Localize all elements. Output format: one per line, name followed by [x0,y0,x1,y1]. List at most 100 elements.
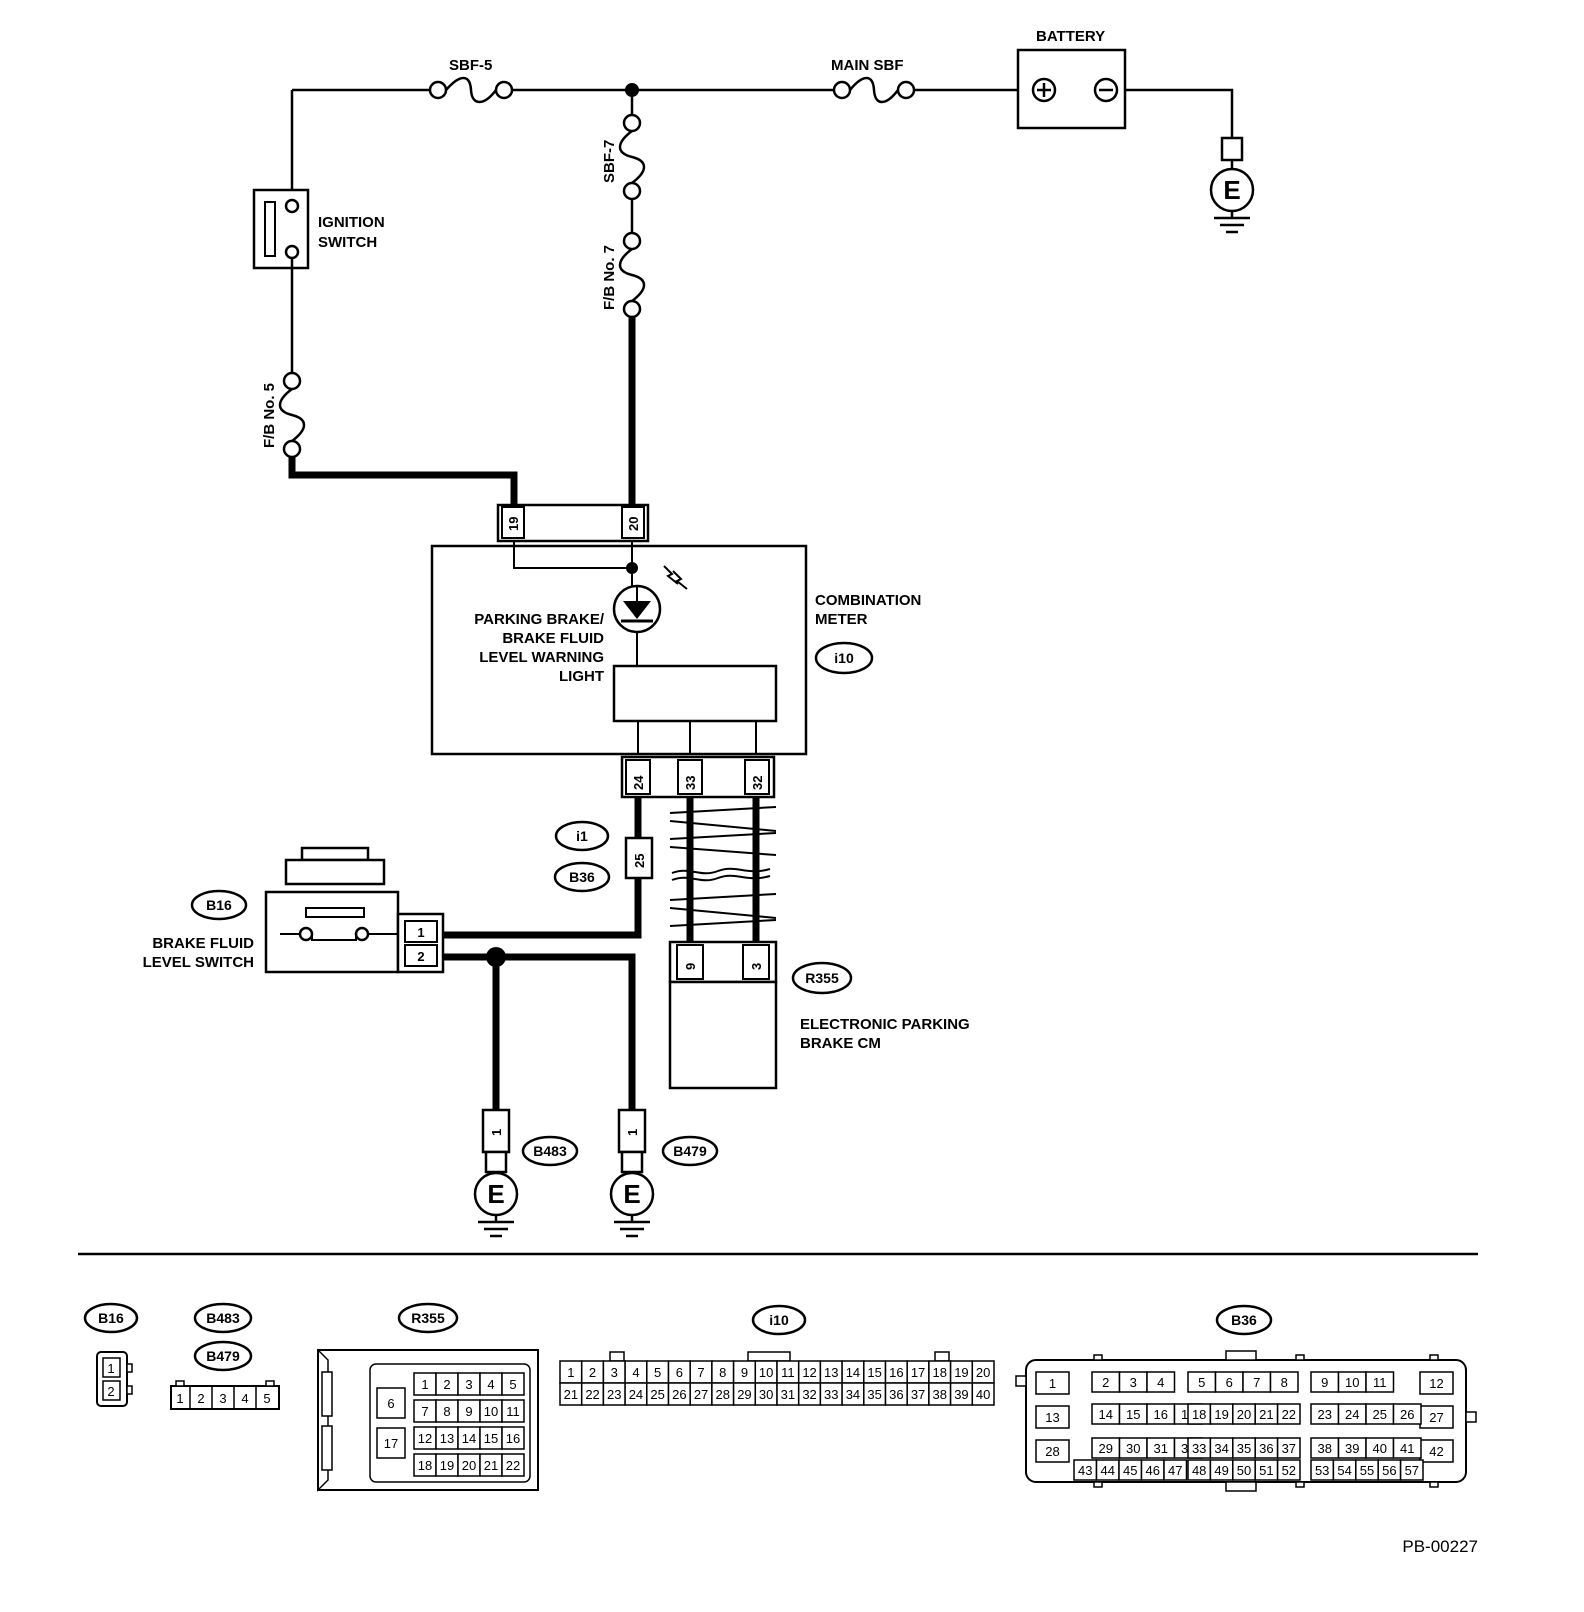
b36-pin-51: 51 [1259,1463,1273,1478]
i10-pin-1: 1 [567,1365,574,1380]
b36-pin-29: 29 [1099,1441,1113,1456]
b36-pin-25: 25 [1373,1407,1387,1422]
i10-pin-19: 19 [954,1365,968,1380]
i10-pin-25: 25 [650,1387,664,1402]
b36-pin-cell [1269,1371,1299,1393]
b36-pin-grid: 1132812274223456789101114151617181920212… [1035,1371,1454,1481]
ignition-switch-label-1: IGNITION [318,214,385,231]
b36-pin-cell [1276,1437,1301,1459]
b36-pin-38: 38 [1318,1441,1332,1456]
b36-pin-9: 9 [1321,1375,1328,1390]
r355-view-name: R355 [411,1310,445,1326]
b16-view-name: B16 [98,1310,124,1326]
b36-pin-52: 52 [1282,1463,1296,1478]
i10-pin-33: 33 [824,1387,838,1402]
b36-pin-8: 8 [1281,1375,1288,1390]
r355-pin-1: 1 [421,1377,428,1392]
b36-pin-30: 30 [1126,1441,1140,1456]
b36-pin-6: 6 [1226,1375,1233,1390]
combination-meter: 19 20 PARKING BRAKE/ BRAKE FLUID LEVEL W… [430,503,921,799]
switch-connector: B16 [206,897,232,913]
connector-view-b36: B36 113281227422345678910111415161718192… [1015,1304,1477,1492]
b36-pin-43: 43 [1078,1463,1092,1478]
i10-pin-27: 27 [694,1387,708,1402]
i10-pin-11: 11 [781,1365,795,1380]
epb-cm: 9 3 R355 ELECTRONIC PARKING BRAKE CM [668,940,970,1090]
b36-pin-cell [1419,1371,1454,1395]
b479-pin-1: 1 [625,1129,640,1136]
i10-pin-40: 40 [976,1387,990,1402]
r355-pin-21: 21 [484,1458,498,1473]
r355-pin-20: 20 [462,1458,476,1473]
b36-pin-33: 33 [1192,1441,1206,1456]
i10-pin-3: 3 [611,1365,618,1380]
b36-pin-cell [1035,1371,1070,1395]
b36-pin-46: 46 [1146,1463,1160,1478]
b483-connector: B483 [533,1143,567,1159]
ground-b479: 1 E B479 [609,1108,719,1238]
b36-pin-cell [1365,1371,1395,1393]
ignition-switch-label-2: SWITCH [318,234,377,251]
r355-pin-15: 15 [484,1431,498,1446]
switch-pin-2: 2 [417,949,424,964]
b36-pin-53: 53 [1315,1463,1329,1478]
combination-meter-label-1: COMBINATION [815,592,921,609]
i10-pin-26: 26 [672,1387,686,1402]
i10-pin-32: 32 [802,1387,816,1402]
b36-pin-cell [1392,1437,1422,1459]
b36-pin-12: 12 [1429,1376,1443,1391]
b36-pin-27: 27 [1429,1410,1443,1425]
r355-pin-cell [501,1426,525,1450]
r355-pin-10: 10 [484,1404,498,1419]
b479-view-pin-5: 5 [263,1391,270,1406]
connector-view-b483-b479: B483 B479 1 2 3 4 5 [170,1302,280,1410]
b36-pin-7: 7 [1253,1375,1260,1390]
i10-pin-18: 18 [933,1365,947,1380]
wire-fb5-to-meter [288,457,518,505]
r355-pin-2: 2 [443,1377,450,1392]
r355-pin-cell [376,1387,406,1419]
i10-pin-34: 34 [846,1387,860,1402]
b36-pin-2: 2 [1102,1375,1109,1390]
b36-pin-39: 39 [1345,1441,1359,1456]
r355-pin-cell [501,1453,525,1477]
b36-pin-cell [1276,1403,1301,1425]
b36-pin-23: 23 [1318,1407,1332,1422]
i10-pin-30: 30 [759,1387,773,1402]
b36-view-name: B36 [1231,1312,1257,1328]
r355-pin-4: 4 [487,1377,494,1392]
b479-view-pin-4: 4 [241,1391,248,1406]
b36-pin-28: 28 [1045,1444,1059,1459]
i10-pin-7: 7 [697,1365,704,1380]
sbf5-label: SBF-5 [449,57,492,74]
b36-pin-44: 44 [1101,1463,1115,1478]
b16-view-pin-2: 2 [107,1384,114,1399]
i10-pin-cell [971,1382,995,1406]
main-sbf-fuse: MAIN SBF [831,57,916,104]
i10-pin-22: 22 [585,1387,599,1402]
epb-cm-label-2: BRAKE CM [800,1035,881,1052]
i10-pin-20: 20 [976,1365,990,1380]
r355-pin-9: 9 [465,1404,472,1419]
warning-light-label-1: PARKING BRAKE/ [474,611,605,628]
b36-pin-3: 3 [1130,1375,1137,1390]
r355-pin-19: 19 [440,1458,454,1473]
i10-pin-16: 16 [889,1365,903,1380]
ground-b483: 1 E B483 [473,1108,579,1238]
joint-connector-upper: i1 [576,828,588,844]
r355-pin-6: 6 [387,1396,394,1411]
b479-view-pin-1: 1 [176,1391,183,1406]
r355-pin-12: 12 [418,1431,432,1446]
i10-pin-28: 28 [716,1387,730,1402]
b36-pin-16: 16 [1154,1407,1168,1422]
i10-pin-31: 31 [781,1387,795,1402]
r355-pin-11: 11 [506,1404,520,1419]
i10-pin-35: 35 [867,1387,881,1402]
b36-pin-21: 21 [1259,1407,1273,1422]
ground-wiring [443,947,636,1110]
epb-pin-3: 3 [749,963,764,970]
b483-ground-label: E [487,1179,504,1209]
